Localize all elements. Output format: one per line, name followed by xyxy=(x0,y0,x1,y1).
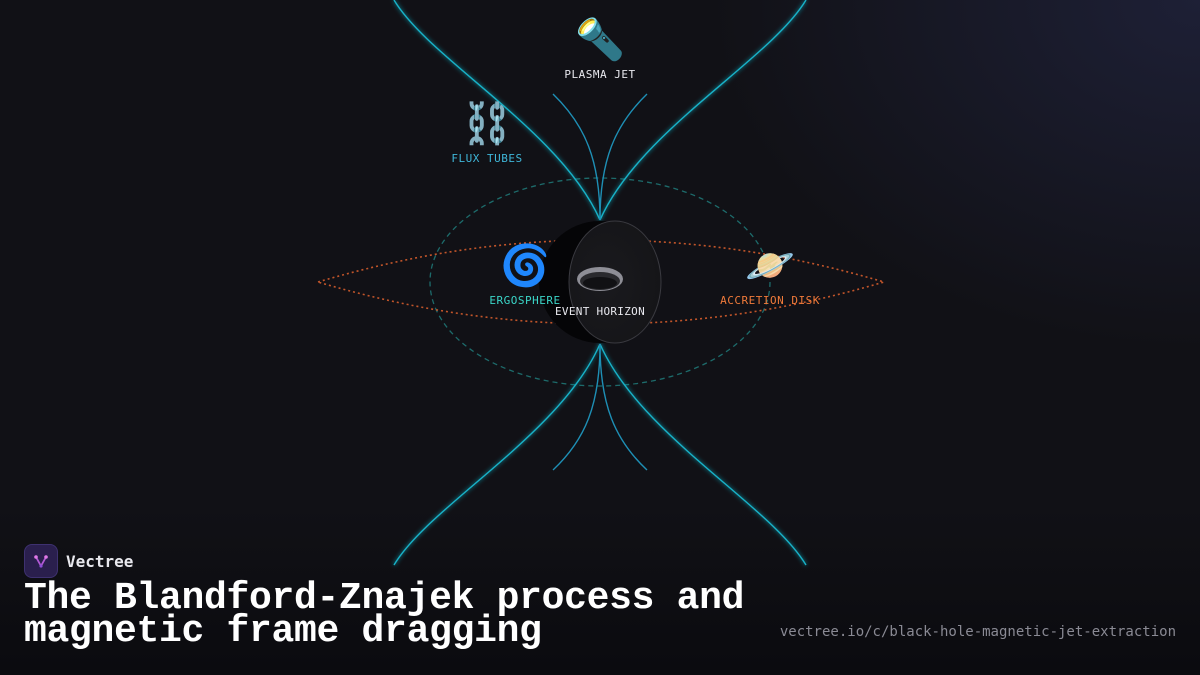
inner-field-lines xyxy=(552,93,648,471)
ringed-planet-icon: 🪐 xyxy=(745,243,795,289)
chain-icon: ⛓️ xyxy=(462,101,512,147)
plasma-jet-node: 🔦 PLASMA JET xyxy=(564,16,635,81)
page-url[interactable]: vectree.io/c/black-hole-magnetic-jet-ext… xyxy=(779,624,1176,640)
flux-tubes-node: ⛓️ FLUX TUBES xyxy=(451,100,522,165)
event-horizon-label: EVENT HORIZON xyxy=(555,305,645,318)
field-line-top-left xyxy=(393,0,601,221)
outer-field-lines xyxy=(393,0,807,566)
accretion-disk-node: 🪐 ACCRETION DISK xyxy=(720,242,820,307)
page-title: The Blandford-Znajek process and magneti… xyxy=(24,577,745,653)
accretion-disk-label: ACCRETION DISK xyxy=(720,294,820,307)
inner-line-top-right xyxy=(599,93,648,221)
black-hole xyxy=(539,220,662,344)
flux-tubes-label: FLUX TUBES xyxy=(451,152,523,165)
ergosphere-node: 🌀 ERGOSPHERE xyxy=(489,242,560,307)
ergosphere-outline xyxy=(429,177,771,387)
field-line-bottom-right xyxy=(599,343,807,566)
ergosphere-label: ERGOSPHERE xyxy=(489,294,561,307)
flashlight-icon: 🔦 xyxy=(575,17,625,63)
vectree-logo-icon xyxy=(24,544,58,578)
plasma-jet-label: PLASMA JET xyxy=(564,68,636,81)
inner-line-top-left xyxy=(552,93,601,221)
field-line-top-right xyxy=(599,0,807,221)
brand[interactable]: Vectree xyxy=(24,544,133,578)
spiral-icon: 🌀 xyxy=(500,243,550,289)
hole-icon xyxy=(577,267,623,291)
inner-line-bottom-left xyxy=(552,343,601,471)
field-line-bottom-left xyxy=(393,343,601,566)
brand-name: Vectree xyxy=(66,551,134,571)
inner-line-bottom-right xyxy=(599,343,648,471)
